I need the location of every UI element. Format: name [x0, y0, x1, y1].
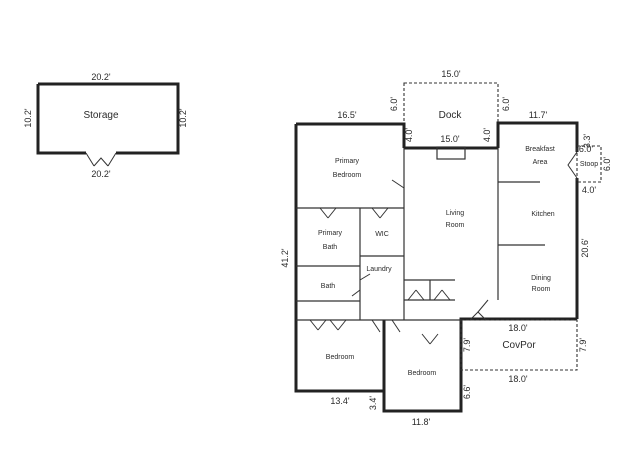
house-dim-top-right: 11.7'	[529, 110, 548, 120]
house-wall-top-right	[496, 121, 579, 152]
door-primary-bedroom	[391, 179, 405, 189]
door-stoop	[567, 151, 578, 179]
stoop-dim-top: 3.3'	[582, 134, 592, 149]
room-breakfast-line1: Breakfast	[525, 146, 555, 153]
room-kitchen: Kitchen	[531, 211, 554, 218]
storage-wall-left	[36, 84, 86, 155]
storage-label: Storage	[83, 110, 118, 121]
room-labels: Primary Bedroom Primary Bath WIC Laundry…	[318, 146, 555, 377]
dock-dim-inner: 15.0'	[440, 134, 460, 144]
storage-building: Storage 20.2' 20.2' 10.2' 10.2'	[23, 72, 188, 179]
dock-dim-left-inner: 4.0'	[404, 128, 414, 143]
room-breakfast-line2: Area	[533, 159, 548, 166]
room-dining-line2: Room	[532, 286, 551, 293]
covpor-outline	[460, 319, 578, 371]
covpor-dim-left: 7.9'	[462, 338, 472, 353]
door-bath	[351, 289, 361, 297]
covpor-label: CovPor	[502, 340, 536, 351]
dock-dim-top: 15.0'	[441, 69, 461, 79]
room-primary-bedroom-line2: Bedroom	[333, 172, 362, 179]
door-primary-bath	[319, 207, 337, 219]
dock-dim-right-inner: 4.0'	[482, 128, 492, 143]
house-dim-bottom-mid: 11.8'	[412, 417, 431, 427]
door-bedroom-2-closet	[421, 333, 439, 345]
door-bedroom-1-closet-a	[309, 319, 327, 331]
covpor-dim-top: 18.0'	[508, 323, 528, 333]
house-exterior	[294, 121, 579, 413]
room-bath: Bath	[321, 283, 336, 290]
storage-dim-right: 10.2'	[178, 108, 188, 128]
stoop-dim-right: 6.0'	[602, 157, 612, 172]
house-dimensions: 16.5' 11.7' 41.2' 20.6' 13.4' 3.4' 11.8'…	[280, 110, 590, 427]
room-primary-bath-line1: Primary	[318, 230, 343, 237]
covered-porch: CovPor 18.0' 18.0' 7.9' 7.9'	[460, 319, 588, 384]
storage-door	[85, 152, 117, 167]
storage-dim-left: 10.2'	[23, 108, 33, 128]
dock: Dock 15.0' 15.0' 6.0' 4.0' 6.0' 4.0'	[389, 69, 511, 160]
house-wall-bottom-left	[294, 124, 384, 393]
room-primary-bath-line2: Bath	[323, 244, 338, 251]
room-living-line2: Room	[446, 222, 465, 229]
dock-dim-left-outer: 6.0'	[389, 97, 399, 112]
stoop-dim-width: 6.0'	[579, 144, 594, 154]
door-swings	[309, 151, 578, 345]
storage-dim-bottom: 20.2'	[91, 169, 111, 179]
room-dining-line1: Dining	[531, 275, 551, 282]
storage-wall	[38, 82, 180, 155]
door-covpor	[469, 311, 487, 321]
door-wic	[371, 207, 389, 219]
room-wic: WIC	[375, 231, 389, 238]
house-wall-top-left	[296, 122, 406, 148]
house-dim-right: 20.6'	[580, 238, 590, 258]
covpor-dim-right: 7.9'	[578, 338, 588, 353]
house-dim-left: 41.2'	[280, 248, 290, 268]
door-laundry	[359, 273, 371, 281]
door-bedroom-1-closet-b	[329, 319, 347, 331]
stoop: Stoop 3.3' 6.0' 6.0' 4.0'	[576, 134, 612, 195]
stoop-dim-bottom: 4.0'	[582, 185, 597, 195]
dock-label: Dock	[439, 110, 463, 121]
interior-walls	[296, 148, 545, 321]
house-dim-top-left: 16.5'	[337, 110, 357, 120]
stoop-label: Stoop	[580, 161, 598, 168]
house-dim-bottom-small: 3.4'	[368, 396, 378, 411]
covpor-dim-bottom: 18.0'	[508, 374, 528, 384]
storage-dim-top: 20.2'	[91, 72, 111, 82]
dock-dim-right-outer: 6.0'	[501, 97, 511, 112]
room-living-line1: Living	[446, 210, 464, 217]
room-bedroom-2: Bedroom	[408, 370, 437, 377]
room-bedroom-1: Bedroom	[326, 354, 355, 361]
room-laundry: Laundry	[366, 266, 392, 273]
house-wall-bottom-right	[382, 317, 577, 413]
fireplace	[436, 146, 466, 160]
door-bedroom-2	[391, 319, 401, 333]
door-hall	[477, 299, 489, 313]
stoop-outline	[576, 145, 602, 183]
door-hall-closets	[407, 289, 451, 301]
house-dim-bottom-left: 13.4'	[330, 396, 350, 406]
house-dim-bedroom-right: 6.6'	[462, 385, 472, 400]
room-primary-bedroom-line1: Primary	[335, 158, 360, 165]
door-bedroom-1	[371, 319, 381, 333]
